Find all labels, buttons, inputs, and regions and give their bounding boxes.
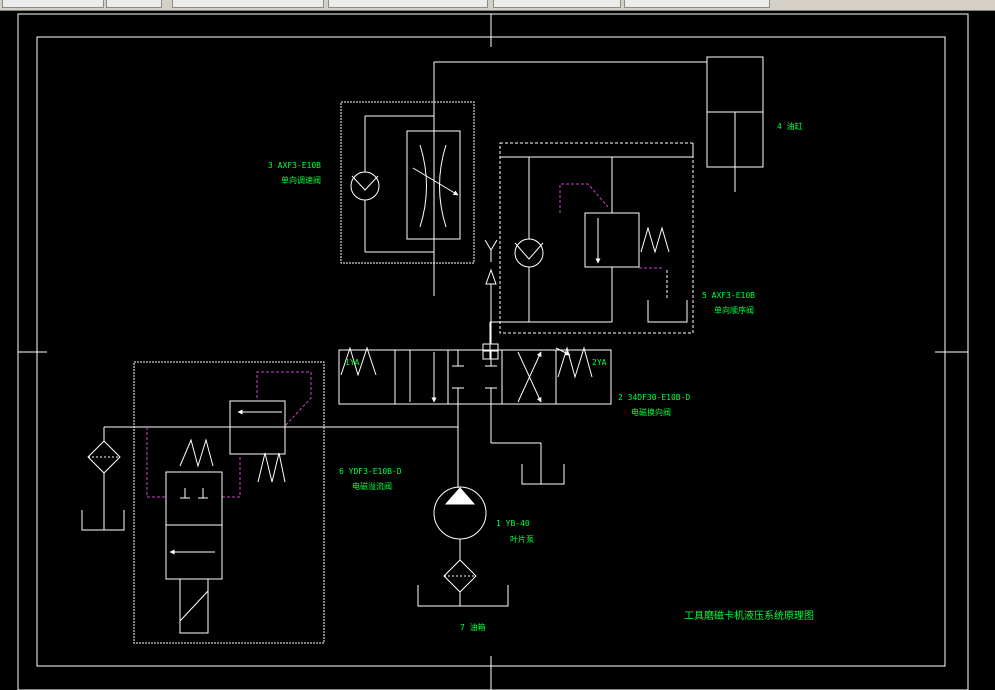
label-part3-code: 3 AXF3-E10B	[268, 161, 321, 170]
vane-pump-symbol	[433, 486, 487, 560]
one-way-speed-control-valve-symbol	[340, 101, 475, 264]
label-part1-code: 1 YB-40	[496, 519, 530, 528]
label-2ya: 2YA	[592, 358, 607, 367]
label-part5-code: 5 AXF3-E10B	[702, 291, 755, 300]
toolbar-tab[interactable]	[493, 0, 621, 8]
window-toolbar-strip	[0, 0, 995, 11]
flow-arrow-symbol	[482, 239, 499, 360]
label-part3-name: 单向调速阀	[281, 175, 321, 185]
component-labels: 3 AXF3-E10B 单向调速阀 4 油缸 5 AXF3-E10B 单向顺序阀…	[268, 121, 814, 632]
label-part7: 7 油箱	[460, 622, 486, 632]
label-part1-name: 叶片泵	[510, 534, 534, 544]
toolbar-tab[interactable]	[328, 0, 488, 8]
one-way-sequence-valve-symbol	[489, 142, 694, 346]
label-part5-name: 单向顺序阀	[714, 305, 754, 315]
label-1ya: 1YA	[345, 358, 360, 367]
solenoid-directional-valve-symbol	[338, 346, 612, 488]
toolbar-tab[interactable]	[172, 0, 324, 8]
label-part6-code: 6 YDF3-E10B-D	[339, 467, 402, 476]
hydraulic-cylinder-symbol	[433, 56, 764, 296]
label-part6-name: 电磁溢流阀	[352, 481, 392, 491]
toolbar-tab[interactable]	[106, 0, 162, 8]
label-part4: 4 油缸	[777, 121, 803, 131]
label-part2-name: 电磁换向阀	[631, 407, 671, 417]
oil-tank-and-filter-symbol	[417, 559, 509, 607]
drawing-frame	[17, 13, 969, 690]
toolbar-tab[interactable]	[2, 0, 104, 8]
solenoid-relief-valve-symbol	[81, 361, 458, 644]
hydraulic-schematic-canvas[interactable]: 3 AXF3-E10B 单向调速阀 4 油缸 5 AXF3-E10B 单向顺序阀…	[0, 10, 995, 690]
toolbar-tab[interactable]	[624, 0, 770, 8]
label-part2-code: 2 34DF30-E10B-D	[618, 393, 690, 402]
drawing-title: 工具磨磁卡机液压系统原理图	[684, 609, 814, 622]
